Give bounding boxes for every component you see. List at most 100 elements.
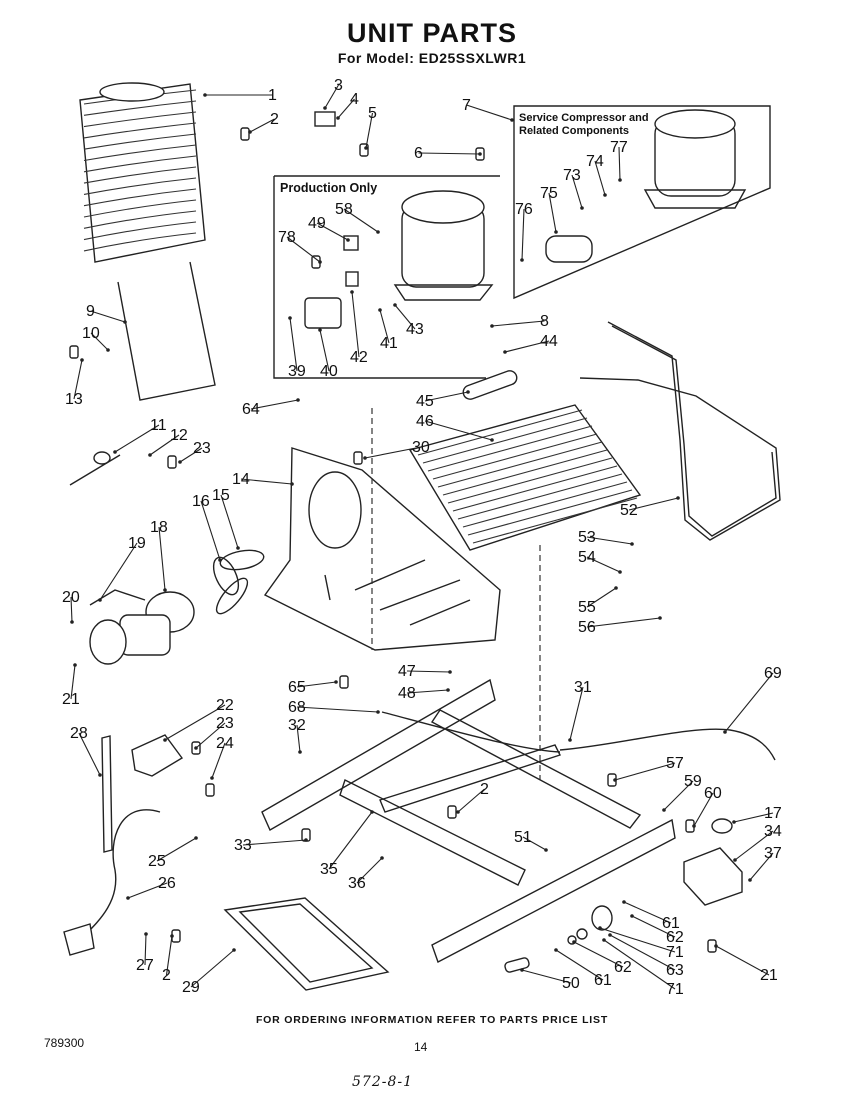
leader-tip-c30 [363, 456, 367, 460]
callout-c73: 73 [563, 167, 581, 184]
callout-c2b: 2 [480, 781, 489, 798]
callout-c23b: 23 [216, 715, 234, 732]
callout-c36: 36 [348, 875, 366, 892]
callout-c10: 10 [82, 325, 100, 342]
callout-c62a: 62 [666, 929, 684, 946]
leader-tip-c71b [602, 938, 606, 942]
leader-c55 [586, 587, 617, 608]
leader-c77 [618, 146, 621, 181]
callout-c64: 64 [242, 401, 260, 418]
leader-tip-c64 [296, 398, 300, 402]
callout-c9: 9 [86, 303, 95, 320]
leader-c35 [328, 811, 373, 870]
condenser-tube [83, 177, 197, 195]
callout-c7: 7 [462, 97, 471, 114]
evaporator-tube [467, 489, 633, 536]
leader-tip-c2b [456, 810, 460, 814]
callout-c26: 26 [158, 875, 176, 892]
leader-tip-c71a [598, 926, 602, 930]
leader-c23b [195, 722, 226, 749]
leader-tip-c32 [298, 750, 302, 754]
leader-tip-c61b [554, 948, 558, 952]
leader-tip-c76 [520, 258, 524, 262]
document-number: 789300 [44, 1036, 85, 1050]
handwritten-note: 572-8-1 [352, 1074, 413, 1090]
leader-tip-c49 [346, 238, 350, 242]
leader-c54 [586, 556, 621, 573]
leader-c74 [594, 160, 606, 196]
leader-c2b [457, 788, 485, 813]
leader-tip-c20 [70, 620, 74, 624]
leader-c15 [220, 494, 239, 549]
callout-c18: 18 [150, 519, 168, 536]
leader-tip-c18 [163, 588, 167, 592]
leader-c45 [424, 391, 469, 402]
condenser-tube [83, 221, 197, 241]
callout-c6: 6 [414, 145, 423, 162]
leader-tip-c21b [714, 944, 718, 948]
leader-c4 [337, 98, 355, 119]
callout-c19: 19 [128, 535, 146, 552]
leader-tip-c35 [370, 810, 374, 814]
callout-c5: 5 [368, 105, 377, 122]
evaporator-tube [432, 433, 598, 480]
callout-c53: 53 [578, 529, 596, 546]
leader-c51 [522, 836, 547, 851]
leader-tip-c19 [98, 598, 102, 602]
leader-c2a [249, 118, 275, 133]
service-label-line1: Service Compressor and [519, 112, 649, 124]
leader-tip-c7 [510, 118, 514, 122]
leader-tip-c2c [170, 934, 174, 938]
leader-tip-c6 [478, 152, 482, 156]
leader-tip-c3 [323, 106, 327, 110]
leader-tip-c68 [376, 710, 380, 714]
leader-tip-c41 [378, 308, 382, 312]
callout-c21a: 21 [62, 691, 80, 708]
leader-c52 [628, 497, 679, 511]
production-only-label: Production Only [280, 181, 377, 195]
leader-tip-c17 [732, 820, 736, 824]
leader-c59 [663, 780, 694, 811]
evaporator-tube [442, 449, 608, 496]
condenser-tube [83, 133, 197, 150]
wire-harness [381, 711, 776, 761]
leader-tip-c78 [318, 260, 322, 264]
condenser-frame-wire [117, 261, 216, 401]
callout-c17: 17 [764, 805, 782, 822]
leader-c2c [165, 935, 173, 976]
leader-c21a [70, 664, 76, 700]
condenser-tube [83, 122, 197, 139]
condenser-tube [83, 144, 197, 162]
callout-c43: 43 [406, 321, 424, 338]
callout-c31: 31 [574, 679, 592, 696]
leader-tip-c15 [236, 546, 240, 550]
callout-c35: 35 [320, 861, 338, 878]
callout-c52: 52 [620, 502, 638, 519]
leader-c22 [164, 704, 226, 741]
leader-c61a [623, 901, 672, 924]
callout-c23a: 23 [193, 440, 211, 457]
leader-c18 [158, 526, 166, 591]
callout-c22: 22 [216, 697, 234, 714]
leader-tip-c63 [608, 933, 612, 937]
leader-c23a [179, 447, 203, 463]
callout-c16: 16 [192, 493, 210, 510]
leader-tip-c31 [568, 738, 572, 742]
leader-tip-c60 [692, 824, 696, 828]
callout-c34: 34 [764, 823, 782, 840]
leader-tip-c11 [113, 450, 117, 454]
condenser-tube [83, 210, 197, 229]
callout-c54: 54 [578, 549, 596, 566]
callout-c57: 57 [666, 755, 684, 772]
leader-c71b [603, 939, 676, 990]
callout-c33: 33 [234, 837, 252, 854]
condenser-tube [83, 188, 197, 207]
leader-tip-c42 [350, 290, 354, 294]
callout-c21b: 21 [760, 967, 778, 984]
leader-tip-c26 [126, 896, 130, 900]
base-frame [261, 678, 676, 963]
leader-tip-c51 [544, 848, 548, 852]
evaporator-tube [457, 473, 623, 520]
condenser-tube [83, 111, 197, 128]
